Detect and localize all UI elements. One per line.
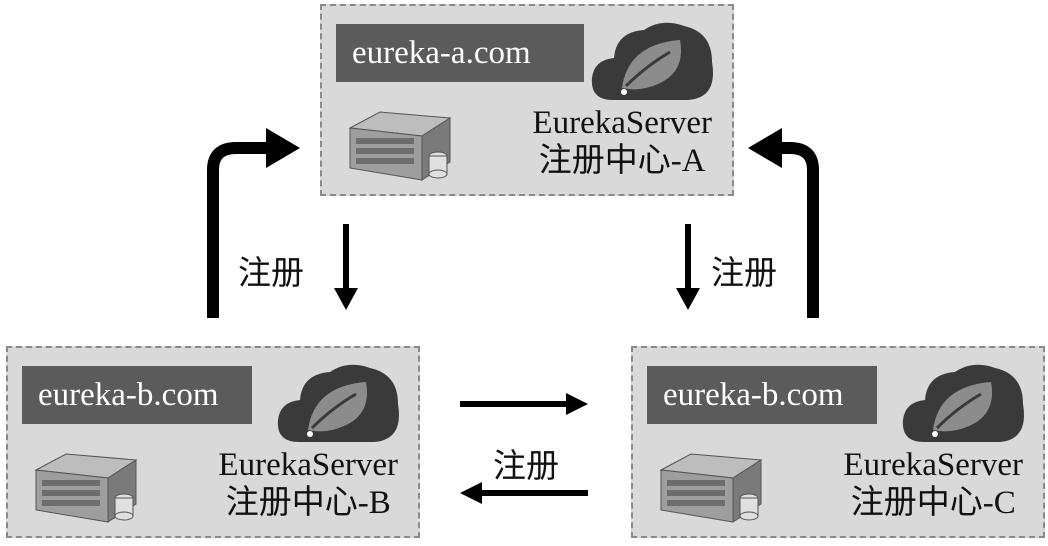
arrow-a-to-b <box>334 224 358 310</box>
spring-leaf-cloud-icon <box>277 364 399 442</box>
spring-leaf-cloud-icon <box>902 364 1024 442</box>
eureka-node-b: eureka-b.com EurekaServer 注册中心-B <box>6 346 420 538</box>
server-name: EurekaServer <box>218 447 398 483</box>
spring-leaf-cloud-icon <box>591 22 713 100</box>
registry-name: 注册中心-A <box>538 143 706 179</box>
arrow-c-to-b <box>460 482 588 504</box>
eureka-node-a: eureka-a.com EurekaServer 注册中心-A <box>320 4 734 196</box>
registry-name: 注册中心-C <box>850 485 1016 521</box>
node-title: EurekaServer 注册中心-A <box>532 104 712 180</box>
arrow-b-to-c <box>460 393 588 415</box>
node-title: EurekaServer 注册中心-B <box>218 446 398 522</box>
server-icon <box>348 111 452 181</box>
node-title: EurekaServer 注册中心-C <box>843 446 1023 522</box>
register-label-center: 注册 <box>493 449 559 485</box>
arrow-c-to-a <box>748 128 819 318</box>
register-label-right: 注册 <box>711 256 777 292</box>
host-label: eureka-b.com <box>647 366 877 424</box>
server-name: EurekaServer <box>532 105 712 141</box>
registry-name: 注册中心-B <box>225 485 391 521</box>
arrow-a-to-c <box>676 224 700 310</box>
arrow-b-to-a <box>207 128 300 318</box>
host-label: eureka-b.com <box>22 366 252 424</box>
eureka-node-c: eureka-b.com EurekaServer 注册中心-C <box>631 346 1045 538</box>
host-label: eureka-a.com <box>336 24 584 82</box>
server-icon <box>34 453 138 523</box>
server-icon <box>659 453 763 523</box>
server-name: EurekaServer <box>843 447 1023 483</box>
register-label-left: 注册 <box>238 256 304 292</box>
